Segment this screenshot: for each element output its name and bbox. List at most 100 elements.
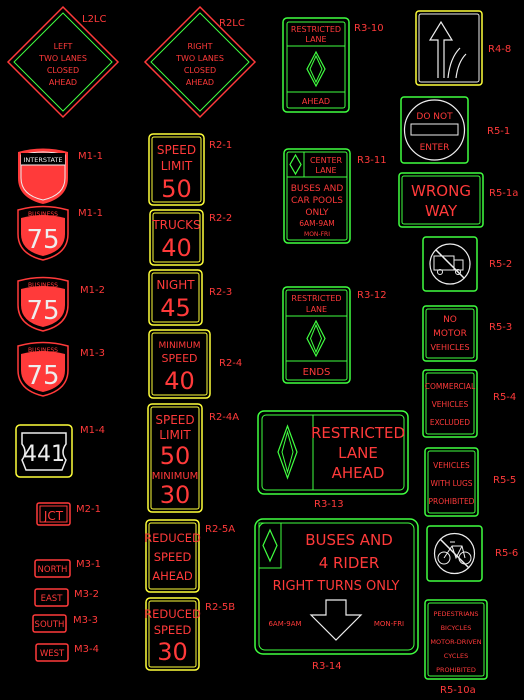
sign-r5-10a[interactable]: PEDESTRIANS BICYCLES MOTOR-DRIVEN CYCLES…	[424, 599, 488, 696]
r5-10a-line2: BICYCLES	[441, 624, 472, 632]
sign-r3-10[interactable]: RESTRICTED LANE AHEAD R3-10	[282, 17, 384, 113]
r3-11-line4: 6AM-9AM	[299, 219, 334, 228]
r5-10a-line5: PROHIBITED	[436, 666, 476, 674]
r3-13-line1: RESTRICTED	[311, 424, 405, 442]
r5-10a-line1: PEDESTRIANS	[433, 610, 478, 618]
r5-6-code: R5-6	[495, 548, 518, 559]
r2lc-line4: AHEAD	[186, 78, 214, 87]
sign-r5-6[interactable]: R5-6	[426, 525, 518, 582]
r5-1-line1: DO NOT	[416, 112, 453, 122]
sign-r2-3[interactable]: NIGHT 45 R2-3	[148, 269, 232, 326]
sign-m1-1-interstate[interactable]: INTERSTATE M1-1	[18, 148, 103, 205]
r2-4-line1: MINIMUM	[159, 341, 201, 351]
sign-m1-4[interactable]: 441 M1-4	[15, 424, 105, 478]
sign-r3-13[interactable]: RESTRICTED LANE AHEAD R3-13	[257, 410, 409, 510]
r2-1-line2: LIMIT	[161, 159, 193, 173]
sign-m3-4[interactable]: WEST M3-4	[35, 643, 99, 662]
r2-5a-line1: REDUCED	[144, 531, 201, 545]
sign-r5-2[interactable]: R5-2	[422, 236, 512, 292]
r3-14-line3: RIGHT TURNS ONLY	[273, 579, 400, 594]
r3-10-line2: LANE	[305, 35, 326, 44]
m3-3-text: SOUTH	[35, 620, 65, 630]
sign-r5-1[interactable]: DO NOT ENTER R5-1	[400, 96, 510, 164]
r5-4-line3: EXCLUDED	[430, 418, 470, 427]
r3-10-bottom: AHEAD	[302, 97, 330, 106]
r5-1-line2: ENTER	[420, 143, 450, 153]
down-arrow-icon	[309, 599, 363, 641]
sign-m2-1[interactable]: JCT M2-1	[36, 502, 101, 526]
r3-14-line1: BUSES AND	[305, 531, 393, 549]
sign-m1-2[interactable]: BUSINESS 75 M1-2	[17, 276, 105, 332]
r2-4-num: 40	[164, 367, 195, 395]
no-trucks-icon	[429, 243, 471, 285]
m1-1b-small: BUSINESS	[28, 211, 58, 218]
r5-2-code: R5-2	[489, 259, 512, 270]
m3-2-code: M3-2	[74, 589, 99, 600]
r5-4-line2: VEHICLES	[432, 400, 469, 409]
l2lc-line2: TWO LANES	[38, 54, 87, 63]
r5-4-code: R5-4	[493, 392, 516, 403]
keep-left-arrow-icon	[428, 20, 467, 79]
m2-1-code: M2-1	[76, 504, 101, 515]
r3-11-line5: MON-FRI	[304, 231, 330, 238]
sign-r2-5b[interactable]: REDUCED SPEED 30 R2-5B	[144, 597, 235, 671]
sign-r5-5[interactable]: VEHICLES WITH LUGS PROHIBITED R5-5	[424, 447, 516, 517]
sign-r3-14[interactable]: BUSES AND 4 RIDER RIGHT TURNS ONLY 6AM-9…	[254, 518, 419, 672]
m1-2-num: 75	[26, 296, 59, 326]
r5-5-code: R5-5	[493, 475, 516, 486]
r3-13-line2: LANE	[338, 444, 378, 462]
r2-3-num: 45	[160, 294, 191, 322]
sign-l2lc[interactable]: LEFT TWO LANES CLOSED AHEAD L2LC	[6, 5, 120, 119]
sign-m3-2[interactable]: EAST M3-2	[34, 588, 99, 607]
r5-3-line3: VEHICLES	[430, 343, 469, 352]
m3-3-code: M3-3	[73, 615, 98, 626]
r2-3-line: NIGHT	[156, 278, 195, 292]
sign-r2-4[interactable]: MINIMUM SPEED 40 R2-4	[148, 329, 242, 399]
r5-4-line1: COMMERCIAL	[425, 382, 476, 391]
r5-3-code: R5-3	[489, 322, 512, 333]
r5-1a-line1: WRONG	[411, 182, 471, 200]
sign-r5-4[interactable]: COMMERCIAL VEHICLES EXCLUDED R5-4	[422, 369, 516, 438]
sign-m3-1[interactable]: NORTH M3-1	[34, 559, 101, 578]
sign-m1-1-business[interactable]: BUSINESS 75 M1-1	[17, 205, 103, 261]
sign-r2-1[interactable]: SPEED LIMIT 50 R2-1	[148, 133, 232, 206]
l2lc-line1: LEFT	[54, 42, 73, 51]
r2-1-line1: SPEED	[157, 143, 196, 157]
r2-1-code: R2-1	[209, 140, 232, 151]
sign-r2lc[interactable]: RIGHT TWO LANES CLOSED AHEAD R2LC	[143, 5, 257, 119]
r3-11-code: R3-11	[357, 155, 387, 166]
sign-r2-2[interactable]: TRUCKS 40 R2-2	[149, 209, 232, 266]
r5-10a-line4: CYCLES	[444, 652, 468, 660]
sign-r3-11[interactable]: CENTER LANE BUSES AND CAR POOLS ONLY 6AM…	[283, 148, 387, 244]
sign-m3-3[interactable]: SOUTH M3-3	[32, 614, 98, 633]
m1-1b-num: 75	[26, 225, 59, 255]
r3-10-line1: RESTRICTED	[291, 25, 341, 34]
r2-3-code: R2-3	[209, 287, 232, 298]
m1-3-code: M1-3	[80, 348, 105, 359]
m1-1-interstate-text: INTERSTATE	[24, 156, 63, 164]
r3-12-line2: LANE	[306, 305, 327, 314]
sign-r5-3[interactable]: NO MOTOR VEHICLES R5-3	[422, 305, 512, 362]
m1-2-small: BUSINESS	[28, 282, 58, 289]
l2lc-code: L2LC	[82, 14, 107, 25]
r2-4-code: R2-4	[219, 358, 242, 369]
r3-10-code: R3-10	[354, 23, 384, 34]
m1-1a-code: M1-1	[78, 151, 103, 162]
sign-r4-8[interactable]: R4-8	[415, 10, 511, 86]
sign-r2-4a[interactable]: SPEED LIMIT 50 MINIMUM 30 R2-4A	[147, 403, 239, 513]
sign-r2-5a[interactable]: REDUCED SPEED AHEAD R2-5A	[144, 519, 235, 593]
sign-r3-12[interactable]: RESTRICTED LANE ENDS R3-12	[282, 286, 387, 384]
sign-m1-3[interactable]: BUSINESS 75 M1-3	[17, 341, 105, 397]
r4-8-code: R4-8	[488, 44, 511, 55]
sign-r5-1a[interactable]: WRONG WAY R5-1a	[398, 172, 518, 228]
r2lc-line3: CLOSED	[184, 66, 216, 75]
m1-4-code: M1-4	[80, 425, 105, 436]
r3-11-line1: BUSES AND	[291, 184, 344, 194]
r2lc-code: R2LC	[219, 18, 245, 29]
r2-5a-line2: SPEED	[154, 550, 192, 564]
r3-13-line3: AHEAD	[332, 464, 385, 482]
m1-3-small: BUSINESS	[28, 347, 58, 354]
r5-5-line3: PROHIBITED	[429, 497, 475, 506]
r2-5b-code: R2-5B	[205, 602, 235, 613]
